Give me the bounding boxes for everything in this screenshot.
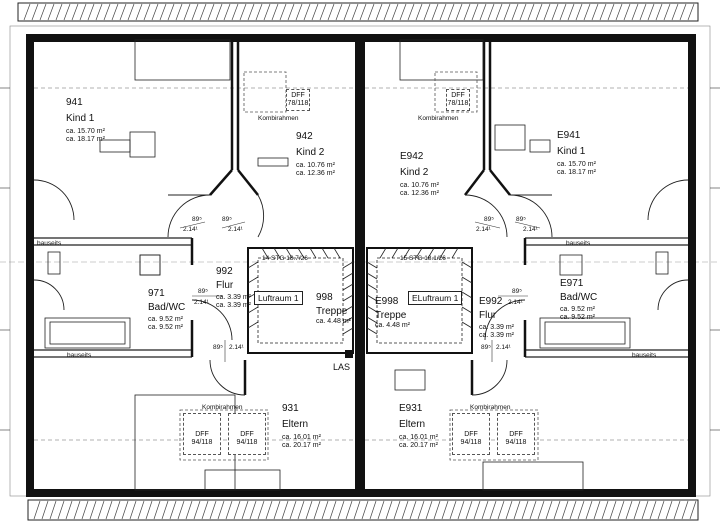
room-971: 971 Bad/WC ca. 9.52 m² ca. 9.52 m² — [148, 288, 186, 332]
luftraum-label-right: ELuftraum 1 — [408, 291, 463, 305]
kombirahmen-label: Kombirahmen — [202, 404, 243, 411]
room-e992: E992 Flur ca. 3.39 m² ca. 3.39 m² — [479, 296, 515, 340]
dimension-label: 89⁵ — [198, 288, 208, 295]
room-e971: E971 Bad/WC ca. 9.52 m² ca. 9.52 m² — [560, 278, 598, 322]
room-e942: E942 Kind 2 ca. 10.76 m² ca. 12.36 m² — [400, 151, 439, 198]
dimension-lines — [179, 221, 541, 362]
room-942: 942 Kind 2 ca. 10.76 m² ca. 12.36 m² — [296, 131, 335, 178]
dimension-label: 89⁵ — [222, 216, 232, 223]
bauseits-label: bauseits — [632, 352, 657, 359]
dimension-label: 2.14¹ — [183, 226, 198, 233]
room-931: 931 Eltern ca. 16.01 m² ca. 20.17 m² — [282, 403, 321, 450]
bauseits-label: bauseits — [37, 240, 62, 247]
dimension-label: 89⁵ — [481, 344, 491, 351]
kneewall-lines — [34, 237, 688, 358]
las-label: LAS — [333, 362, 351, 372]
dimension-label: 89⁵ — [512, 288, 522, 295]
dimension-label: 89⁵ — [516, 216, 526, 223]
kombirahmen-label: Kombirahmen — [470, 404, 511, 411]
dimension-label: 2.14¹ — [229, 344, 244, 351]
party-wall — [355, 38, 365, 493]
interior-walls-right — [464, 40, 527, 395]
bauseits-label: bauseits — [67, 352, 92, 359]
room-e941: E941 Kind 1 ca. 15.70 m² ca. 18.17 m² — [557, 130, 596, 177]
stairs-label-left: 14 STG 18.7/26 — [262, 255, 308, 262]
bauseits-label: bauseits — [566, 240, 591, 247]
dimension-label: 2.14¹ — [194, 299, 209, 306]
kombirahmen-label: Kombirahmen — [258, 115, 299, 122]
luftraum-label-left: Luftraum 1 — [254, 291, 303, 305]
grid-ticks — [0, 87, 720, 431]
kombirahmen-label: Kombirahmen — [418, 115, 459, 122]
dimension-label: 2.14¹ — [523, 226, 538, 233]
dimension-label: 2.14¹ — [508, 299, 523, 306]
staircase-right — [366, 247, 473, 354]
las-marker — [345, 350, 353, 358]
room-992: 992 Flur ca. 3.39 m² ca. 3.39 m² — [216, 266, 252, 310]
interior-walls-left — [190, 40, 259, 395]
room-998: 998 Treppe ca. 4.48 m² — [316, 292, 352, 325]
stairs-label-right: 15 STG 18.1/26 — [400, 255, 446, 262]
dimension-label: 2.14¹ — [228, 226, 243, 233]
room-e998: E998 Treppe ca. 4.48 m² — [375, 296, 411, 329]
door-swings — [33, 179, 689, 396]
dimension-label: 89⁵ — [192, 216, 202, 223]
dimension-label: 89⁵ — [484, 216, 494, 223]
room-e931: E931 Eltern ca. 16.01 m² ca. 20.17 m² — [399, 403, 438, 450]
dimension-label: 2.14¹ — [476, 226, 491, 233]
roof-edge-top — [17, 2, 699, 22]
room-941: 941 Kind 1 ca. 15.70 m² ca. 18.17 m² — [66, 97, 105, 144]
dimension-label: 89⁵ — [213, 344, 223, 351]
roof-edge-bottom — [27, 499, 699, 521]
dimension-label: 2.14¹ — [496, 344, 511, 351]
